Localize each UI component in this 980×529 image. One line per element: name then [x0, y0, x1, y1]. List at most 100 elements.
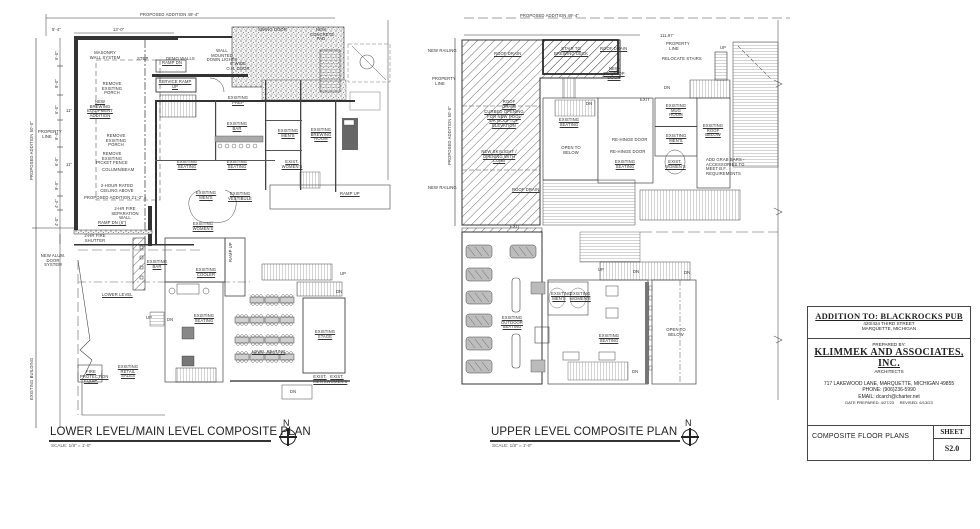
note-column-beam: COLUMN/BEAM — [102, 167, 135, 172]
room-exist-womens-main: EXIST. WOMEN'S — [281, 159, 303, 169]
room-existing-seating-upper-2: EXISTING SEATING — [614, 159, 636, 169]
note-swing-door: SWING DOOR — [258, 27, 287, 32]
note-wall-mounted-lights: WALL MOUNTED DOWN LIGHTS — [206, 48, 238, 63]
room-existing-womens-lower: EXISTING WOMEN'S — [192, 221, 214, 231]
note-ramp-up-lower: RAMP UP — [228, 242, 233, 262]
dim-property-offset: 111.97' — [660, 33, 674, 38]
room-level-seating: LEVEL SEATING — [252, 349, 286, 354]
note-up-upper-1: UP — [720, 45, 727, 50]
note-new-concrete-pad: NEW CONCRETE PAD — [310, 27, 335, 42]
plan-title-lower: LOWER LEVEL/MAIN LEVEL COMPOSITE PLAN — [50, 426, 311, 438]
note-remove-picket-fence: REMOVE EXISTING PICKET FENCE — [96, 151, 128, 166]
prepared-by-label: PREPARED BY: — [872, 342, 906, 347]
note-property-line-upper: PROPERTY LINE — [432, 76, 456, 86]
dim-side-seg: 6'-0" — [54, 157, 59, 166]
room-existing-mug-room: EXISTING MUG ROOM — [665, 103, 687, 118]
date-prepared: DATE PREPARED: 4/27/23 — [845, 400, 895, 406]
room-existing-retail-sales: EXISTING RETAIL SALES — [117, 364, 139, 379]
note-service-ramp-up: SERVICE RAMP UP — [158, 79, 192, 89]
note-new-railing-2: NEW RAILING — [428, 185, 457, 190]
dim-top-seg-1-lower: 5'-4" — [52, 27, 61, 32]
project-title: ADDITION TO: BLACKROCKS PUB — [815, 311, 963, 321]
dim-eleven-2: 11" — [66, 162, 73, 167]
note-new-brewing-addition: NEW BREWING EQUIPMENT ADDITION — [87, 99, 113, 118]
title-block-project: ADDITION TO: BLACKROCKS PUB 420/424 THIR… — [808, 307, 970, 339]
note-new-skylight: NEW SKYLIGHT / OPENING WITH CURB — [481, 149, 517, 164]
dim-side-seg: 9'-0" — [54, 79, 59, 88]
note-re-hinge-door-1: RE-HINGE DOOR — [612, 137, 648, 142]
firm-email: EMAIL: dcarch@charter.net — [858, 393, 920, 400]
title-underline — [490, 440, 680, 442]
dim-top-overall-lower: PROPOSED ADDITION 49'-4" — [140, 12, 199, 17]
note-curbed-opening: CURBED OPENING FOR NEW POOL OR ROOFTOP E… — [484, 109, 524, 128]
plan-scale-lower: SCALE: 1/8" = 1'-0" — [51, 443, 92, 448]
room-existing-mens-main: EXISTING MEN'S — [277, 128, 299, 138]
dim-top-seg-2-lower: 13'-0" — [113, 27, 125, 32]
room-existing-womens-upper-2: EXISTING WOMEN'S — [570, 291, 591, 301]
room-open-to-below-2: OPEN TO BELOW — [666, 327, 686, 337]
title-block-prepared: PREPARED BY: KLIMMEK AND ASSOCIATES, INC… — [808, 339, 970, 426]
note-dn-1: DN — [167, 317, 174, 322]
note-property-line-upper-2: PROPERTY LINE — [666, 41, 690, 51]
dim-inner-addition: PROPOSED ADDITION 21'-2" ± — [84, 195, 147, 200]
room-exist-womens-upper: EXIST. WOMEN'S — [665, 159, 686, 169]
title-underline — [49, 440, 271, 442]
note-roof-drain-2: ROOF DRAIN — [600, 46, 628, 51]
note-ramp-dn-6: RAMP DN (6") — [98, 220, 127, 225]
room-existing-seating-1: EXISTING SEATING — [176, 159, 198, 169]
dim-side-seg: 6'-0" — [54, 51, 59, 60]
project-address-2: MARQUETTE, MICHIGAN — [861, 326, 917, 332]
room-existing-bar-lower: EXISTING BAR — [146, 259, 168, 269]
sheet-title: COMPOSITE FLOOR PLANS — [812, 433, 910, 440]
dim-eleven-1: 11" — [66, 108, 73, 113]
title-block: ADDITION TO: BLACKROCKS PUB 420/424 THIR… — [807, 306, 971, 461]
room-lower-level: LOWER LEVEL — [102, 292, 133, 297]
room-existing-cooler: EXISTING COOLER — [195, 267, 217, 277]
sheet-label: SHEET — [934, 426, 970, 439]
room-existing-mens-upper-2: EXISTING MEN'S — [551, 291, 572, 301]
dates-row: DATE PREPARED: 4/27/23 REVISED: 6/13/23 — [808, 400, 970, 405]
note-property-line: PROPERTY LINE — [38, 129, 62, 139]
note-up-2: UP — [340, 271, 347, 276]
note-exit-1: EXIT — [640, 97, 650, 102]
project-address-1: 420/424 THIRD STREET — [863, 321, 915, 326]
room-existing-stage: EXISTING STAGE — [314, 329, 336, 339]
note-dn-3: DN — [290, 389, 297, 394]
note-demo-walls: DEMO WALLS — [166, 56, 195, 61]
note-up-upper-2: UP — [598, 267, 605, 272]
dim-side-seg: 6'-0" — [54, 105, 59, 114]
room-existing-mens-lower: EXISTING MEN'S — [195, 190, 217, 200]
note-new-alum-door: NEW ALUM. DOOR SYSTEM — [40, 253, 66, 268]
sheet-number-box: SHEET S2.0 — [933, 426, 970, 460]
note-roof-drain-4: ROOF DRAIN — [512, 187, 540, 192]
note-ramp-up-corridor: RAMP UP — [340, 191, 360, 196]
dim-side-seg: 4'-0" — [54, 217, 59, 226]
note-remove-porch-1: REMOVE EXISTING PORCH — [101, 81, 123, 96]
note-re-hinge-door-2: RE-HINGE DOOR — [610, 149, 646, 154]
room-existing-brewing: EXISTING BREWING ROOM — [310, 127, 332, 142]
sheet-number: S2.0 — [944, 444, 960, 453]
north-label-upper: N — [685, 418, 692, 428]
dim-side-overall-upper: PROPOSED ADDITION 50'-0" — [447, 106, 452, 165]
north-label-lower: N — [283, 418, 290, 428]
note-new-rooftop-door: NEW ROOFTOP DOOR — [603, 66, 625, 81]
note-2hr-fire-shutter: 2-HR FIRE SHUTTER — [84, 233, 106, 243]
firm-name: KLIMMEK AND ASSOCIATES, INC. — [814, 347, 964, 370]
room-existing-bar: EXISTING BAR — [226, 121, 248, 131]
room-existing-seating-lower: EXISTING SEATING — [193, 313, 215, 323]
firm-type: ARCHITECTS — [874, 369, 904, 375]
note-new-railing-1: NEW RAILING — [428, 48, 457, 53]
note-ramp-dn: RAMP DN — [162, 60, 182, 65]
room-existing-mens-upper: EXISTING MEN'S — [666, 133, 687, 143]
note-dn-2: DN — [336, 289, 343, 294]
room-fire-protection: FIRE PROTECTION EQUIP. — [80, 369, 109, 384]
note-oh-door: 6' WIDE O.H. DOOR — [226, 61, 250, 71]
note-add-grab-bars: ADD GRAB BARS - ACCESSORIES TO MEET B.F.… — [706, 157, 745, 176]
room-existing-seating-2: EXISTING SEATING — [226, 159, 248, 169]
note-masonry-wall: MASONRY WALL SYSTEM — [89, 50, 121, 60]
plan-scale-upper: SCALE: 1/8" = 1'-0" — [492, 443, 533, 448]
note-exit-2: EXIT — [510, 224, 520, 229]
note-2hr-ceiling: 2-HOUR RATED CEILING ABOVE — [100, 183, 134, 193]
